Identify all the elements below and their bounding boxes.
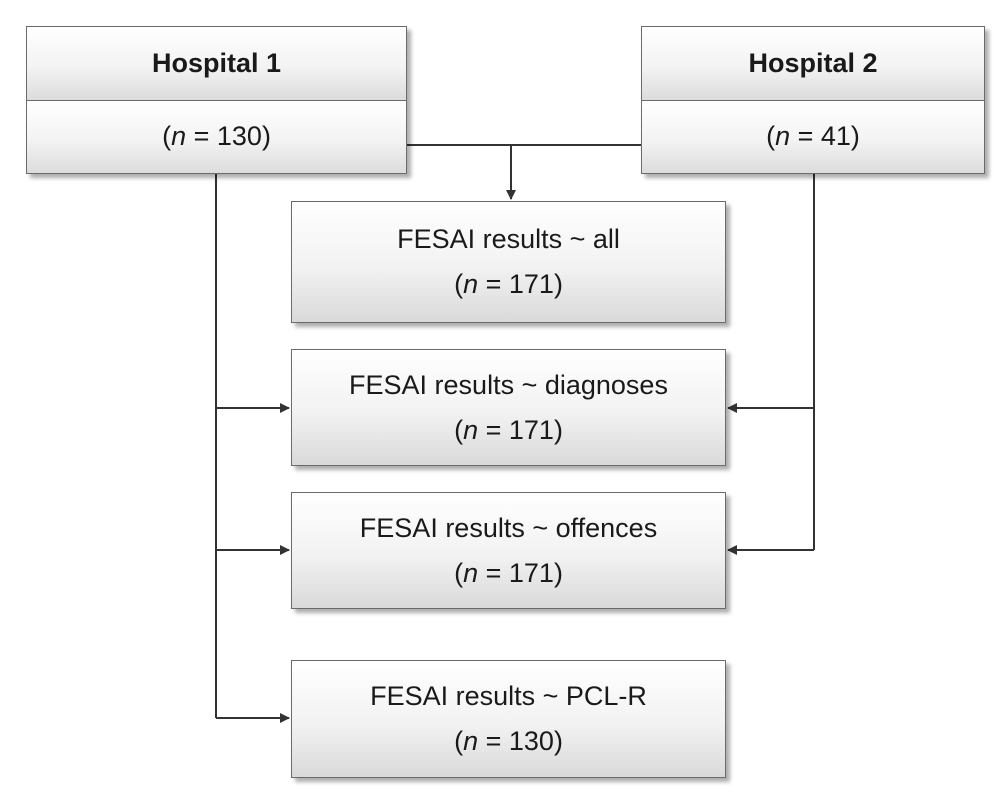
result-diagnoses-box: FESAI results ~ diagnoses (n = 171) — [291, 349, 726, 466]
result-label: FESAI results ~ offences — [359, 512, 658, 543]
n-symbol: n — [463, 557, 479, 588]
n-symbol: n — [775, 121, 791, 152]
n-value: = 171 — [485, 557, 554, 588]
result-count: (n = 171) — [454, 414, 563, 445]
hospital-1-box: Hospital 1 (n = 130) — [26, 26, 407, 174]
result-offences-box: FESAI results ~ offences (n = 171) — [291, 492, 726, 609]
n-symbol: n — [463, 414, 479, 445]
n-value: = 171 — [485, 414, 554, 445]
hospital-1-name: Hospital 1 — [27, 27, 406, 100]
n-symbol: n — [463, 269, 479, 299]
result-label: FESAI results ~ PCL-R — [370, 681, 647, 711]
n-value: = 171 — [485, 269, 554, 299]
result-all-box: FESAI results ~ all (n = 171) — [291, 201, 726, 323]
result-count: (n = 171) — [454, 557, 563, 588]
n-value: = 130 — [193, 121, 262, 152]
n-value: = 130 — [485, 726, 554, 756]
result-label: FESAI results ~ diagnoses — [349, 369, 668, 400]
result-pclr-box: FESAI results ~ PCL-R (n = 130) — [291, 660, 726, 778]
hospital-1-count: (n = 130) — [27, 99, 406, 173]
n-symbol: n — [171, 121, 187, 152]
n-symbol: n — [463, 726, 479, 756]
n-value: = 41 — [797, 121, 851, 152]
hospital-2-box: Hospital 2 (n = 41) — [641, 26, 985, 174]
result-count: (n = 171) — [454, 269, 563, 299]
hospital-2-count: (n = 41) — [642, 99, 984, 173]
result-count: (n = 130) — [454, 726, 563, 756]
result-label: FESAI results ~ all — [397, 224, 620, 254]
hospital-2-name: Hospital 2 — [642, 27, 984, 100]
